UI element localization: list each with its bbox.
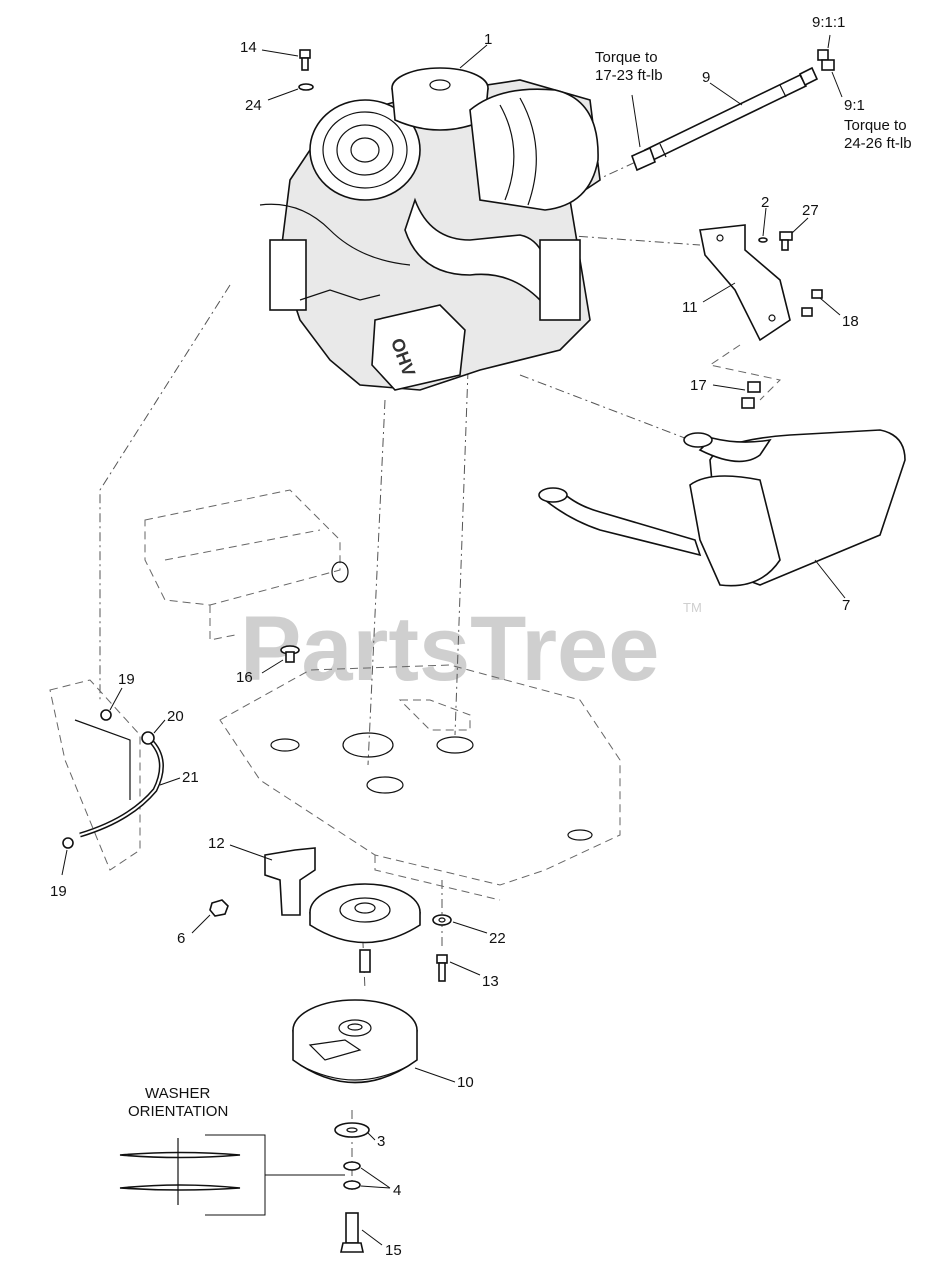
fitting-torque-line1: Torque to <box>844 117 907 134</box>
bolt-15 <box>340 1212 364 1253</box>
callout-3: 3 <box>377 1133 385 1150</box>
washer-22 <box>432 914 452 926</box>
washer-3 <box>334 1122 370 1138</box>
clamp-20 <box>141 731 155 745</box>
hose-torque-line1: Torque to <box>595 49 658 66</box>
clamp-19-lower <box>62 837 74 849</box>
hose-9 <box>630 66 819 172</box>
callout-labels: 1 14 24 9 2 27 11 18 17 7 16 19 20 21 19… <box>50 31 859 1259</box>
callout-19-upper: 19 <box>118 671 135 688</box>
notes: Torque to 17-23 ft-lb 9:1:1 9:1 Torque t… <box>128 14 912 1120</box>
watermark-trademark: TM <box>683 600 702 615</box>
callout-27: 27 <box>802 202 819 219</box>
washer-24 <box>298 83 314 91</box>
assembly-lines <box>99 159 782 1190</box>
callout-18: 18 <box>842 313 859 330</box>
callout-16: 16 <box>236 669 253 686</box>
washer-2 <box>758 237 768 243</box>
washers-4 <box>343 1161 361 1190</box>
callout-14: 14 <box>240 39 257 56</box>
leader-lines <box>61 34 846 1246</box>
bolts-18 <box>801 289 823 317</box>
callout-24: 24 <box>245 97 262 114</box>
engine-assembly: OHV <box>259 67 601 391</box>
bracket-12 <box>264 847 316 916</box>
callout-20: 20 <box>167 708 184 725</box>
hose-torque-line2: 17-23 ft-lb <box>595 67 663 84</box>
callout-22: 22 <box>489 930 506 947</box>
fitting-torque-line2: 24-26 ft-lb <box>844 135 912 152</box>
bolt-27 <box>779 231 793 251</box>
fitting-ratio: 9:1 <box>844 97 865 114</box>
bracket-11 <box>699 224 791 342</box>
callout-17: 17 <box>690 377 707 394</box>
bolt-14 <box>299 49 311 71</box>
deck-plate <box>219 664 621 901</box>
callout-15: 15 <box>385 1242 402 1259</box>
watermark-text: PartsTree <box>240 598 659 700</box>
callout-13: 13 <box>482 973 499 990</box>
washer-orientation-line2: ORIENTATION <box>128 1103 228 1120</box>
callout-2: 2 <box>761 194 769 211</box>
muffler-7 <box>538 429 906 587</box>
shield-panel <box>49 679 141 871</box>
fuel-line-21 <box>79 738 164 838</box>
fitting-ratio-top: 9:1:1 <box>812 14 845 31</box>
nut-6 <box>209 899 229 917</box>
clamp-19-upper <box>100 709 112 721</box>
pin-16 <box>280 645 300 663</box>
callout-19-lower: 19 <box>50 883 67 900</box>
callout-11: 11 <box>682 299 698 316</box>
nuts-17 <box>741 381 761 409</box>
washer-orientation-line1: WASHER <box>145 1085 210 1102</box>
callout-12: 12 <box>208 835 225 852</box>
bolt-13 <box>436 954 448 982</box>
callout-6: 6 <box>177 930 185 947</box>
fitting-9-1 <box>821 59 835 71</box>
washer-orientation-inset <box>119 1134 345 1216</box>
callout-10: 10 <box>457 1074 474 1091</box>
pulley <box>309 883 421 973</box>
callout-4: 4 <box>393 1182 401 1199</box>
callout-9: 9 <box>702 69 710 86</box>
clutch-10 <box>292 999 418 1084</box>
callout-21: 21 <box>182 769 199 786</box>
frame-bracket <box>144 489 349 641</box>
callout-7: 7 <box>842 597 850 614</box>
callout-1: 1 <box>484 31 492 48</box>
fitting-9-1-1 <box>817 49 829 61</box>
